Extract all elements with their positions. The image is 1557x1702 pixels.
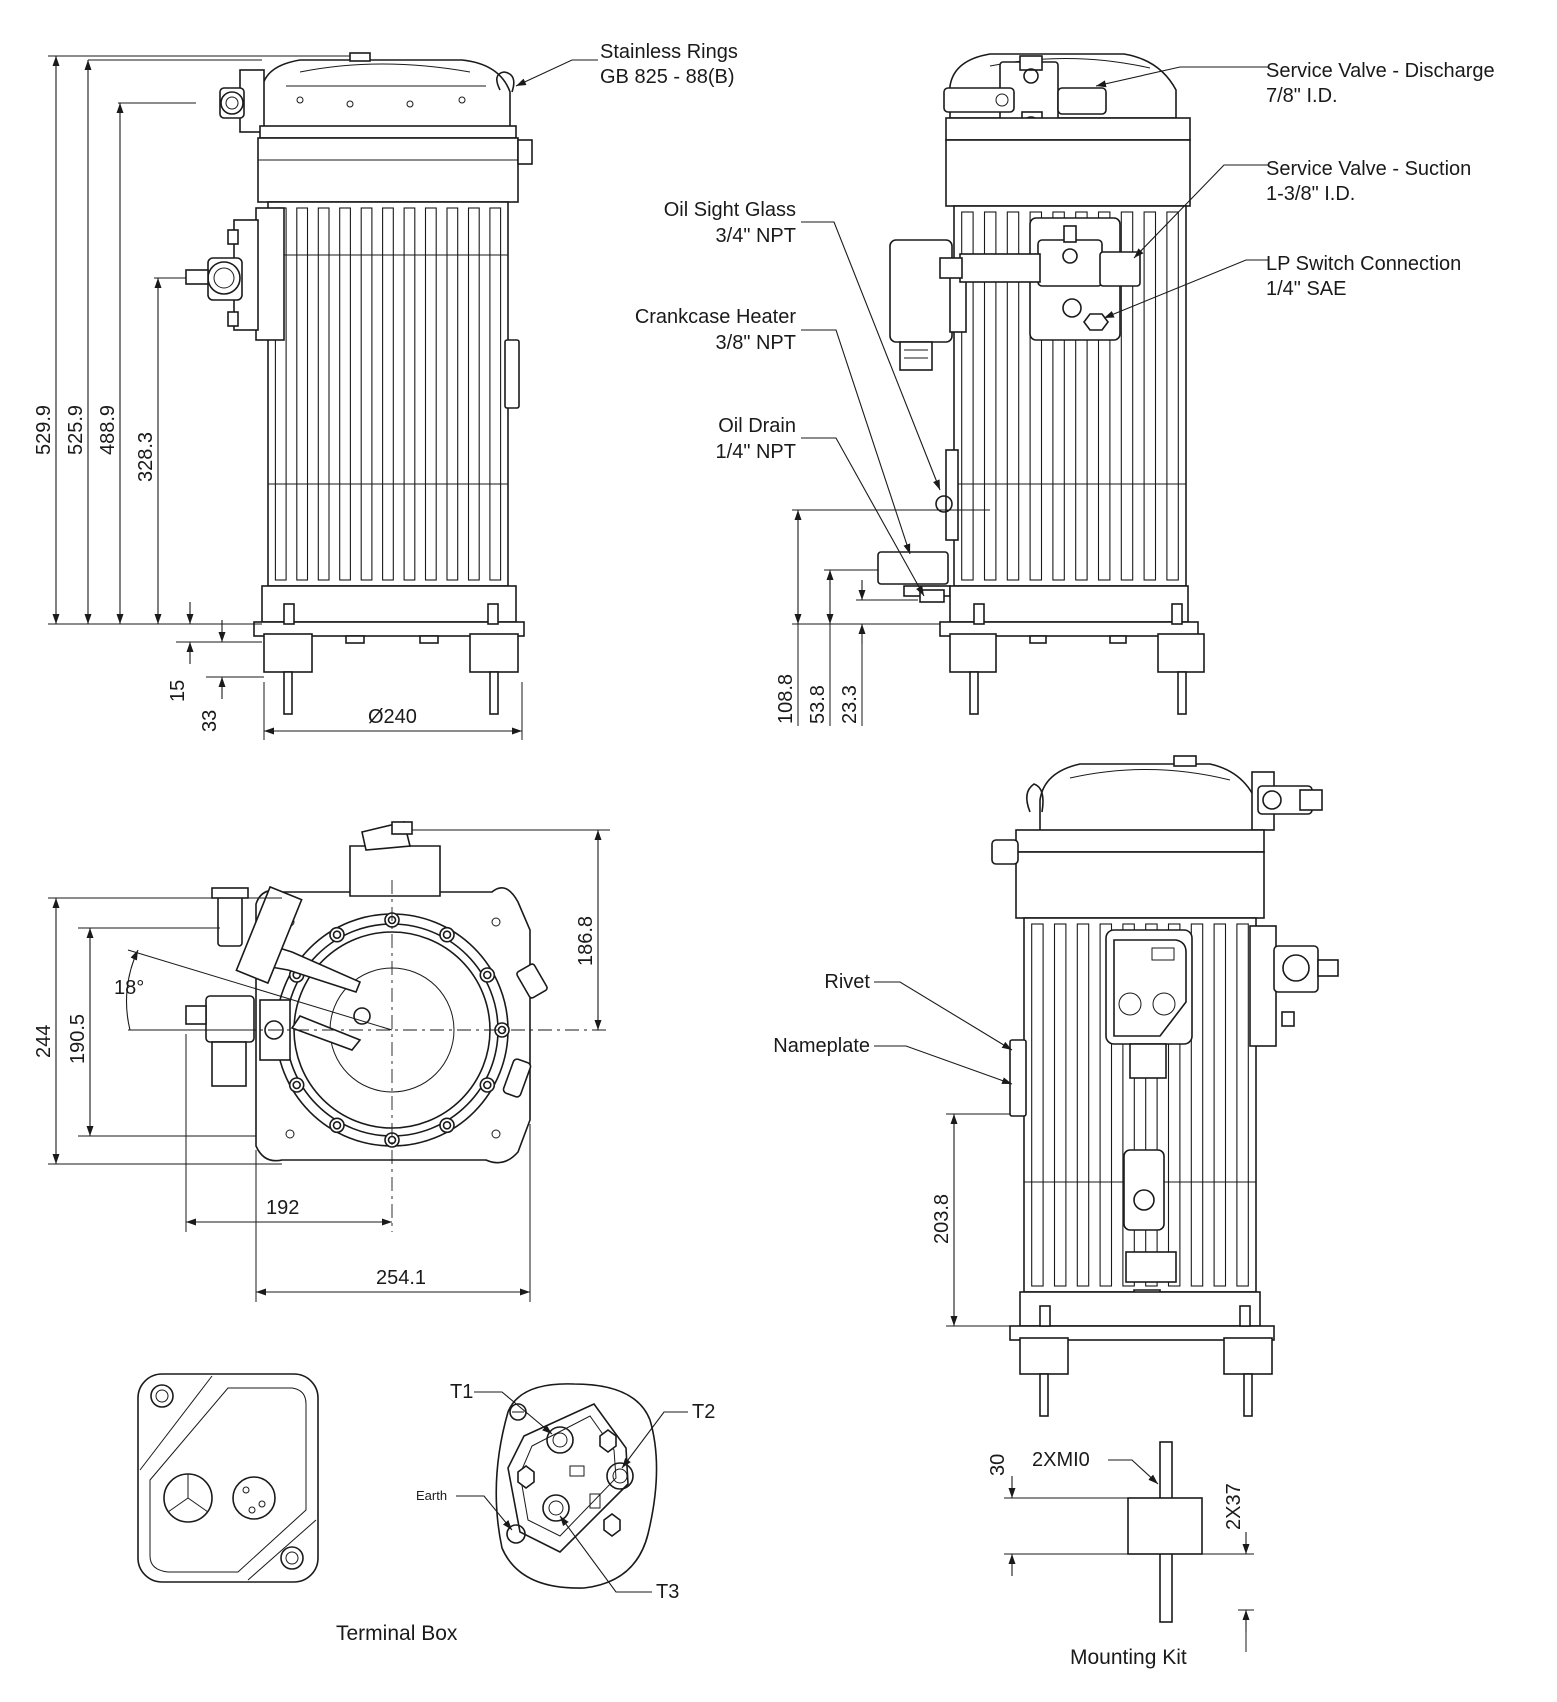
discharge-valve-spec: 7/8" I.D. xyxy=(1266,85,1338,107)
t3-label: T3 xyxy=(656,1581,679,1603)
dim-30: 30 xyxy=(987,1454,1009,1476)
t1-label: T1 xyxy=(450,1381,473,1403)
cooling-fin xyxy=(1075,211,1088,581)
crankcase-heater-spec: 3/8" NPT xyxy=(716,332,796,354)
cooling-fin xyxy=(1145,923,1158,1287)
cooling-fin xyxy=(360,207,373,581)
dim-2x37: 2X37 xyxy=(1223,1483,1245,1530)
flange-bolt xyxy=(332,930,342,940)
cooling-fin xyxy=(1006,211,1020,581)
side-view-callouts: Service Valve - Discharge 7/8" I.D. Serv… xyxy=(635,60,1495,597)
terminal-box-caption: Terminal Box xyxy=(336,1622,458,1645)
dim-15: 15 xyxy=(167,680,189,702)
side-view-dimensions: 108.8 53.8 23.3 xyxy=(775,509,990,726)
flange-bolt xyxy=(292,1080,302,1090)
crankcase-heater-label: Crankcase Heater xyxy=(635,306,797,328)
lp-switch-spec: 1/4" SAE xyxy=(1266,278,1346,300)
cooling-fin xyxy=(1166,211,1179,581)
front-view-dimensions: 529.9 525.9 488.9 328.3 15 33 Ø240 xyxy=(33,55,523,740)
top-view-dimensions: 244 190.5 186.8 18° 192 254.1 xyxy=(33,829,610,1302)
rivet-label: Rivet xyxy=(824,971,870,993)
t2-label: T2 xyxy=(692,1401,715,1423)
suction-valve-label: Service Valve - Suction xyxy=(1266,158,1471,180)
mounting-kit-caption: Mounting Kit xyxy=(1070,1646,1187,1669)
cooling-fin xyxy=(446,207,459,581)
lp-switch-label: LP Switch Connection xyxy=(1266,253,1461,275)
cooling-fin xyxy=(961,211,974,581)
cooling-fin xyxy=(1190,923,1204,1287)
dim-33: 33 xyxy=(199,710,221,732)
dim-192: 192 xyxy=(266,1197,299,1219)
nameplate-label: Nameplate xyxy=(773,1035,870,1057)
oil-sight-glass-label: Oil Sight Glass xyxy=(664,199,796,221)
stainless-rings-label: Stainless Rings xyxy=(600,41,738,63)
cooling-fin xyxy=(1097,211,1111,581)
dim-108-8: 108.8 xyxy=(775,674,797,724)
cooling-fin xyxy=(1167,923,1181,1287)
stainless-rings-spec: GB 825 - 88(B) xyxy=(600,66,735,88)
cooling-fin xyxy=(1236,923,1249,1287)
discharge-valve-label: Service Valve - Discharge xyxy=(1266,60,1495,82)
cooling-fin xyxy=(1076,923,1090,1287)
dim-203-8: 203.8 xyxy=(931,1194,953,1244)
dim-328-3: 328.3 xyxy=(135,432,157,482)
cooling-fin xyxy=(467,207,480,581)
flange-bolt xyxy=(482,1080,492,1090)
cooling-fin xyxy=(983,211,997,581)
cooling-fin xyxy=(1053,923,1067,1287)
cooling-fin xyxy=(382,207,394,581)
oil-sight-glass-spec: 3/4" NPT xyxy=(716,225,796,247)
cooling-fin xyxy=(403,207,416,581)
dim-488-9: 488.9 xyxy=(97,405,119,455)
dim-254-1: 254.1 xyxy=(376,1267,426,1289)
flange-bolt xyxy=(442,1121,452,1130)
callout-stainless-rings: Stainless Rings GB 825 - 88(B) xyxy=(515,41,738,88)
dim-diameter-240: Ø240 xyxy=(368,706,417,728)
dim-529-9: 529.9 xyxy=(33,405,55,455)
oil-drain-spec: 1/4" NPT xyxy=(716,441,796,463)
cooling-fin xyxy=(317,207,330,581)
cooling-fin xyxy=(1120,211,1134,581)
top-view xyxy=(125,821,610,1232)
cooling-fin xyxy=(1099,923,1113,1287)
cooling-fin xyxy=(1213,923,1227,1287)
side-view xyxy=(877,53,1205,715)
suction-valve-spec: 1-3/8" I.D. xyxy=(1266,183,1355,205)
terminal-plate-view xyxy=(495,1383,658,1589)
cooling-fin xyxy=(1052,211,1065,581)
cooling-fin xyxy=(1031,923,1044,1287)
oil-drain-label: Oil Drain xyxy=(718,415,796,437)
dim-525-9: 525.9 xyxy=(65,405,87,455)
dim-190-5: 190.5 xyxy=(67,1014,89,1064)
dim-244: 244 xyxy=(33,1025,55,1058)
cooling-fin xyxy=(424,207,437,581)
mounting-kit-view: 2XMI0 30 2X37 xyxy=(987,1441,1254,1652)
earth-label: Earth xyxy=(416,1488,447,1503)
flange-bolt xyxy=(482,970,492,980)
cooling-fin xyxy=(1029,211,1043,581)
mi0-label: 2XMI0 xyxy=(1032,1449,1090,1471)
cooling-fin xyxy=(296,207,309,581)
cooling-fin xyxy=(339,207,351,581)
cooling-fin xyxy=(489,207,502,581)
dim-angle-18: 18° xyxy=(114,977,144,999)
rear-view xyxy=(991,755,1339,1417)
cooling-fin xyxy=(1122,923,1135,1287)
terminal-plate-callouts: T1 T2 Earth T3 xyxy=(416,1381,715,1603)
terminal-box-view xyxy=(137,1373,319,1583)
dim-186-8: 186.8 xyxy=(575,916,597,966)
flange-bolt xyxy=(332,1121,342,1130)
rear-view-callouts: Rivet Nameplate 203.8 xyxy=(773,971,1013,1327)
dim-23-3: 23.3 xyxy=(839,685,861,724)
front-view xyxy=(185,52,533,715)
flange-bolt xyxy=(442,930,452,940)
cooling-fin xyxy=(1143,211,1157,581)
dim-53-8: 53.8 xyxy=(807,685,829,724)
